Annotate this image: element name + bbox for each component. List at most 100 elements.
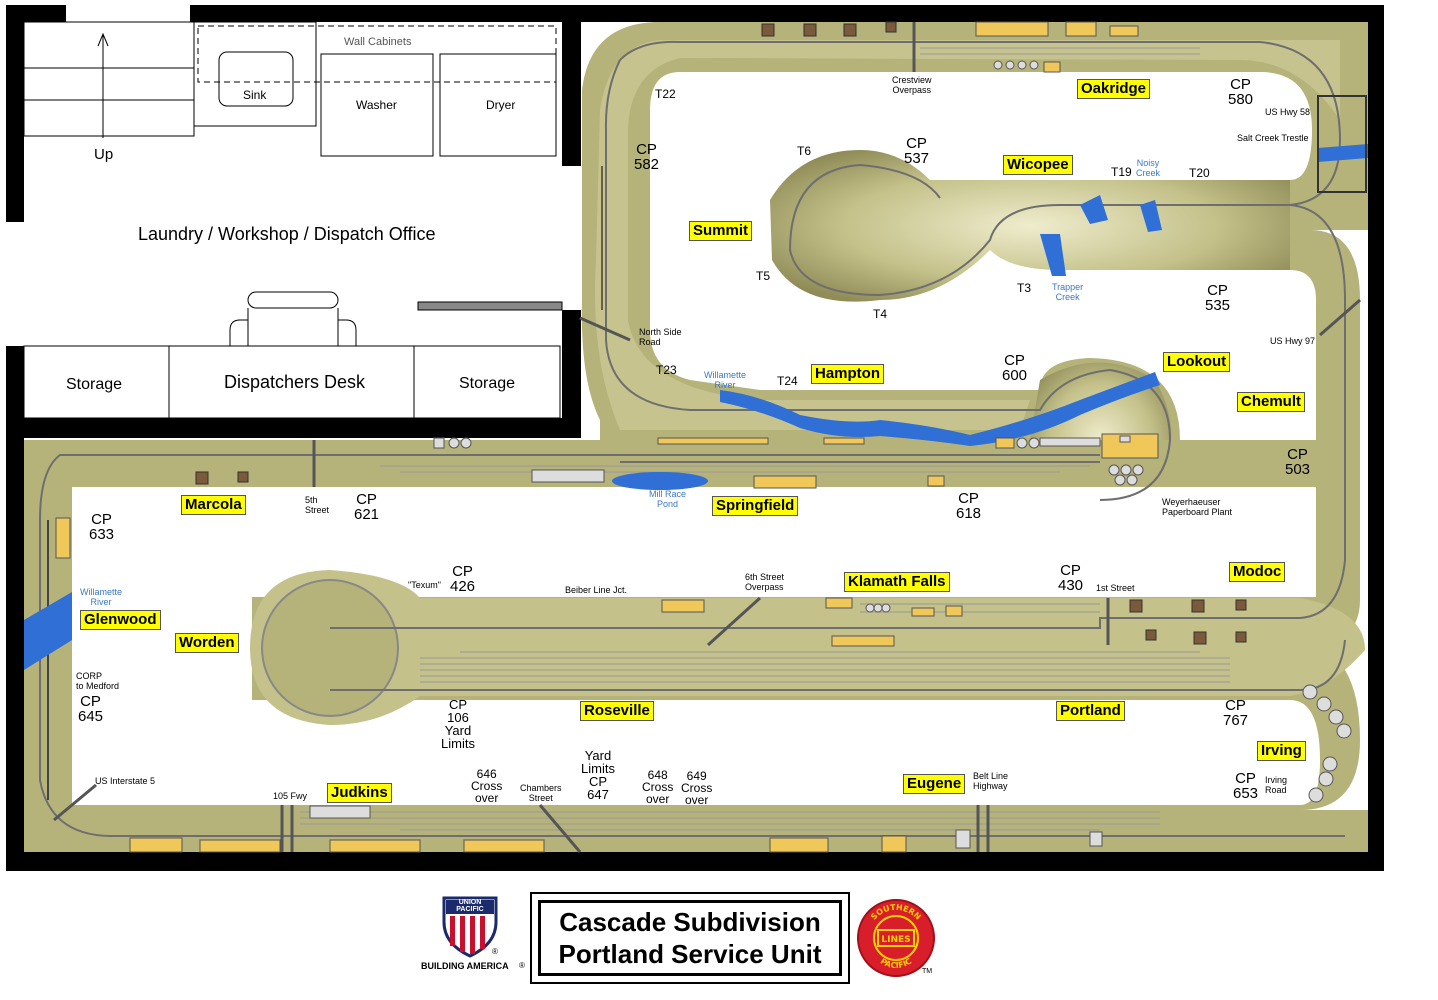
union-pacific-tagline-reg: ® — [519, 961, 525, 970]
gray-structures — [309, 60, 1352, 849]
town-modoc: Modoc — [1229, 562, 1286, 582]
town-roseville: Roseville — [580, 701, 654, 721]
title-box: Cascade Subdivision Portland Service Uni… — [530, 892, 850, 984]
town-lookout: Lookout — [1163, 352, 1231, 372]
town-marcola: Marcola — [181, 495, 246, 515]
tunnel-t20: T20 — [1189, 166, 1210, 180]
southern-pacific-tm: TM — [922, 968, 933, 975]
trestle — [1317, 95, 1367, 193]
willamette-river-upper-label: Willamette River — [704, 370, 747, 390]
cp-503: CP 503 — [1285, 446, 1311, 478]
yard-tracks — [300, 47, 1230, 831]
tunnel-t6: T6 — [797, 144, 812, 158]
cp-653: CP 653 — [1233, 770, 1259, 802]
buildings — [55, 21, 1159, 853]
town-irving: Irving — [1257, 741, 1306, 761]
weyerhaeuser-label: Weyerhaeuser Paperboard Plant — [1162, 497, 1233, 517]
belt-line-highway-label: Belt Line Highway — [973, 771, 1009, 791]
town-hampton: Hampton — [811, 364, 884, 384]
tunnel-t4: T4 — [873, 307, 888, 321]
dryer-label: Dryer — [486, 98, 516, 112]
town-klamath-falls: Klamath Falls — [844, 572, 950, 592]
crestview-overpass-label: Crestview Overpass — [892, 75, 932, 95]
roseville-peninsula — [250, 570, 1365, 725]
upper-benchwork-light — [595, 40, 1340, 430]
town-summit: Summit — [689, 221, 753, 241]
sink-label: Sink — [243, 88, 267, 102]
crossover-649: 649 Cross over — [681, 769, 713, 807]
dispatchers-desk-label: Dispatchers Desk — [224, 372, 366, 392]
office-door-gap — [562, 166, 581, 310]
tunnel-t19: T19 — [1111, 165, 1132, 179]
town-chemult: Chemult — [1237, 392, 1305, 412]
svg-text:LINES: LINES — [881, 935, 910, 945]
washer-label: Washer — [356, 98, 397, 112]
fifth-street-label: 5th Street — [305, 495, 330, 515]
title-line-2: Portland Service Unit — [558, 939, 822, 969]
track-lines — [39, 40, 1346, 837]
cp-537: CP 537 — [904, 135, 930, 167]
cp-600: CP 600 — [1002, 352, 1028, 384]
storage-right-label: Storage — [459, 375, 516, 392]
storage-left-label: Storage — [66, 376, 123, 393]
irving-road-label: Irving Road — [1265, 775, 1288, 795]
town-judkins: Judkins — [327, 783, 392, 803]
town-worden: Worden — [175, 633, 239, 653]
door-opening — [66, 5, 190, 22]
town-portland: Portland — [1056, 701, 1125, 721]
sixth-street-overpass-label: 6th Street Overpass — [745, 572, 785, 592]
title-inner-frame: Cascade Subdivision Portland Service Uni… — [538, 900, 842, 976]
office-wall-bottom — [6, 418, 581, 438]
salt-creek-trestle-label: Salt Creek Trestle — [1237, 133, 1309, 143]
cp-621: CP 621 — [354, 491, 380, 523]
mill-race-pond-label: Mill Race Pond — [649, 489, 687, 509]
rivers — [24, 144, 1368, 670]
cp-535: CP 535 — [1205, 282, 1231, 314]
cp-430: CP 430 — [1058, 562, 1084, 594]
first-street-label: 1st Street — [1096, 583, 1135, 593]
door-opening-left — [6, 222, 24, 346]
noisy-creek-label: Noisy Creek — [1136, 158, 1161, 178]
tunnel-t3: T3 — [1017, 281, 1032, 295]
southern-pacific-logo-icon: SOUTHERN PACIFIC LINES — [857, 899, 935, 977]
union-pacific-shield-icon — [442, 896, 498, 958]
small-buildings — [195, 21, 1247, 645]
office-label: Laundry / Workshop / Dispatch Office — [138, 224, 436, 244]
tunnel-t23: T23 — [656, 363, 677, 377]
union-pacific-tagline: BUILDING AMERICA — [421, 961, 509, 971]
us-hwy-58-label: US Hwy 58 — [1265, 107, 1311, 117]
town-oakridge: Oakridge — [1077, 79, 1151, 99]
stairs-up-label: Up — [94, 146, 114, 163]
crossover-646: 646 Cross over — [471, 767, 503, 805]
lower-aisle-top — [72, 487, 1316, 597]
roads — [53, 22, 1361, 853]
town-springfield: Springfield — [712, 496, 799, 516]
cp-618: CP 618 — [956, 490, 982, 522]
svg-text:PACIFIC: PACIFIC — [879, 957, 913, 971]
room-furniture — [23, 21, 603, 419]
interstate-5-label: US Interstate 5 — [95, 776, 156, 786]
town-wicopee: Wicopee — [1003, 155, 1073, 175]
105-fwy-label: 105 Fwy — [273, 791, 308, 801]
lower-aisle-bottom — [72, 700, 1320, 805]
wicopee-peninsula — [770, 150, 1290, 302]
cp-647: Yard Limits CP 647 — [581, 748, 615, 802]
cp-106: CP 106 Yard Limits — [441, 697, 475, 751]
tunnel-t5: T5 — [756, 269, 771, 283]
tunnel-t24: T24 — [777, 374, 798, 388]
title-line-1: Cascade Subdivision — [559, 907, 821, 937]
cp-767: CP 767 — [1223, 697, 1249, 729]
worden-turntable — [261, 579, 399, 717]
town-glenwood: Glenwood — [80, 610, 161, 630]
cp-633: CP 633 — [89, 511, 115, 543]
willamette-river-lower-label: Willamette River — [80, 587, 123, 607]
us-hwy-97-label: US Hwy 97 — [1270, 336, 1316, 346]
chambers-street-label: Chambers Street — [520, 783, 562, 803]
texum-label: "Texum" — [408, 580, 441, 590]
crossover-648: 648 Cross over — [642, 768, 674, 806]
union-pacific-registered: ® — [492, 947, 498, 956]
trapper-creek-label: Trapper Creek — [1052, 282, 1084, 302]
cp-426: CP 426 — [450, 563, 476, 595]
wall-cabinets-label: Wall Cabinets — [344, 36, 412, 48]
